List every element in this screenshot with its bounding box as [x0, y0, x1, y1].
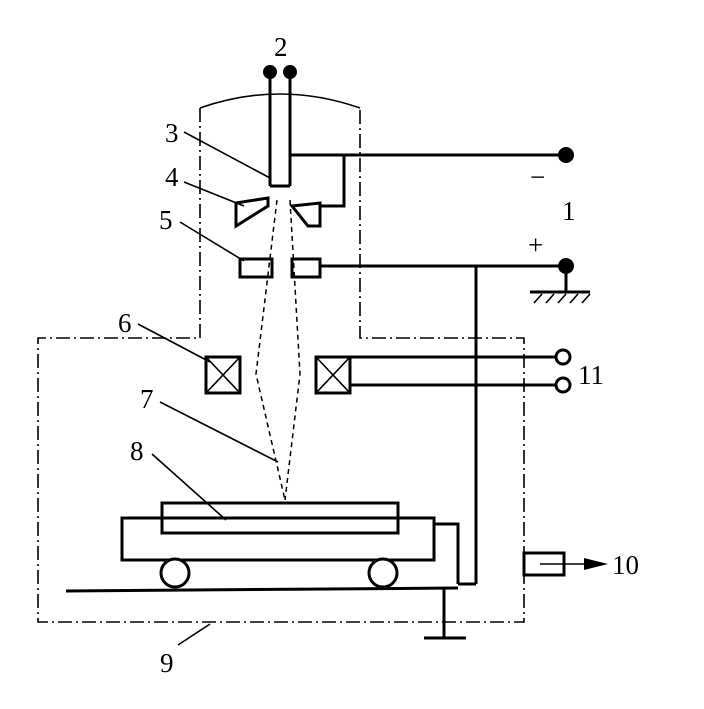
label-6: 6 — [118, 308, 132, 338]
label-minus: − — [530, 162, 545, 192]
labels: 2 3 4 5 6 7 8 9 10 11 1 − + — [118, 32, 639, 678]
anode — [238, 257, 322, 279]
vacuum-outlet — [522, 551, 608, 577]
leader-lines — [137, 131, 279, 646]
vacuum-chamber — [37, 93, 525, 623]
label-3: 3 — [165, 118, 179, 148]
label-10: 10 — [612, 550, 639, 580]
label-8: 8 — [130, 436, 144, 466]
label-11: 11 — [578, 360, 604, 390]
label-4: 4 — [165, 162, 179, 192]
label-plus: + — [528, 230, 543, 260]
cathode-filament — [263, 65, 297, 188]
workpiece-carriage — [65, 501, 466, 640]
electron-beam — [255, 199, 301, 501]
label-2: 2 — [274, 32, 288, 62]
label-5: 5 — [159, 205, 173, 235]
positive-terminal — [320, 258, 591, 586]
focusing-electrode — [234, 196, 322, 229]
negative-terminal — [290, 147, 574, 208]
label-9: 9 — [160, 648, 174, 678]
label-7: 7 — [140, 384, 154, 414]
magnetic-lens — [204, 348, 572, 395]
label-1: 1 — [562, 196, 576, 226]
